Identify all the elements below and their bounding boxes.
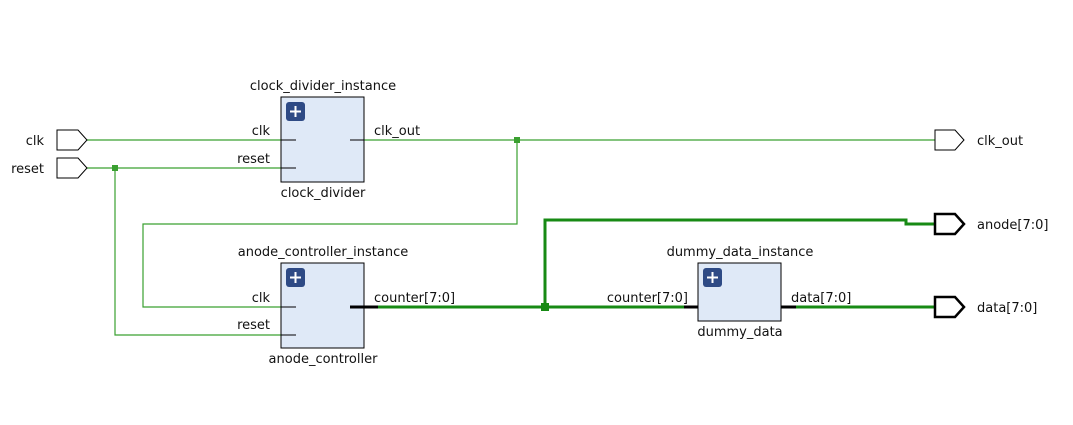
port-data[interactable]: data[7:0]	[933, 295, 1037, 319]
net-clk-out-junction	[514, 137, 520, 143]
output-port-icon	[934, 129, 965, 151]
pin-label-clk-out: clk_out	[374, 124, 420, 139]
net-reset-junction	[112, 165, 118, 171]
output-bus-port-icon	[933, 295, 966, 319]
port-anode[interactable]: anode[7:0]	[933, 212, 1048, 236]
net-clk-out-branch[interactable]	[142, 140, 518, 308]
net-reset-branch[interactable]	[114, 168, 281, 336]
port-label-clk: clk	[26, 134, 45, 149]
block-dummy-data[interactable]: dummy_data_instance counter[7:0] data[7:…	[607, 245, 851, 340]
instance-name: anode_controller_instance	[238, 245, 409, 260]
pin-label-reset: reset	[237, 318, 270, 333]
expand-button[interactable]	[286, 268, 305, 287]
module-name: clock_divider	[281, 186, 366, 201]
port-label-reset: reset	[11, 162, 44, 177]
port-label-data: data[7:0]	[977, 301, 1037, 316]
input-port-icon	[56, 129, 88, 151]
instance-name: clock_divider_instance	[250, 79, 396, 94]
module-name: dummy_data	[697, 325, 782, 340]
net-counter-junction	[541, 303, 549, 311]
module-name: anode_controller	[269, 352, 379, 367]
port-reset[interactable]: reset	[11, 157, 88, 179]
input-port-icon	[56, 157, 88, 179]
expand-button[interactable]	[703, 268, 722, 287]
pin-label-clk: clk	[252, 124, 271, 139]
output-bus-port-icon	[933, 212, 966, 236]
nets	[87, 137, 935, 336]
port-clk-out[interactable]: clk_out	[934, 129, 1023, 151]
pin-label-data: data[7:0]	[791, 291, 851, 306]
pin-label-counter: counter[7:0]	[374, 291, 455, 306]
block-clock-divider[interactable]: clock_divider_instance clk reset clk_out…	[237, 79, 420, 201]
port-label-clk-out: clk_out	[977, 134, 1023, 149]
instance-name: dummy_data_instance	[667, 245, 814, 260]
block-anode-controller[interactable]: anode_controller_instance clk reset coun…	[237, 245, 455, 367]
pin-label-reset: reset	[237, 152, 270, 167]
net-anode-bus[interactable]	[543, 218, 935, 307]
port-label-anode: anode[7:0]	[977, 218, 1048, 233]
pin-label-counter: counter[7:0]	[607, 291, 688, 306]
port-clk[interactable]: clk	[26, 129, 88, 151]
expand-button[interactable]	[286, 102, 305, 121]
pin-label-clk: clk	[252, 291, 271, 306]
